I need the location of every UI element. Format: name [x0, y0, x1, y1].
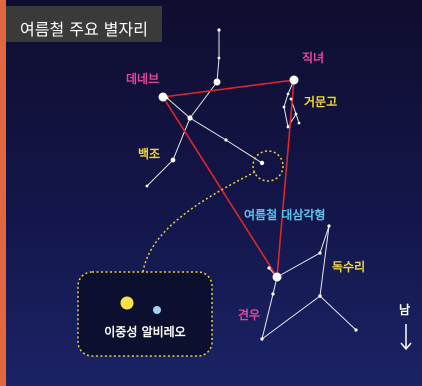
star-aquila-5	[318, 294, 322, 298]
label-summer-triangle: 여름철 대삼각형	[244, 207, 325, 222]
star-aquila-1	[267, 266, 271, 270]
star-aquila-6	[260, 337, 264, 341]
lyra-line-tail	[295, 113, 300, 124]
cygnus-line-neck	[216, 30, 220, 83]
star-cygnus-8	[224, 138, 228, 142]
lyra-line-body	[283, 79, 297, 129]
aquila-line-lower	[261, 295, 357, 340]
cygnus-line-body	[146, 81, 218, 187]
star-cygnus-2	[187, 115, 193, 121]
star-aquila-3	[318, 251, 322, 255]
albireo-callout-box	[77, 271, 213, 357]
title-box: 여름철 주요 별자리	[6, 6, 162, 42]
star-altair	[272, 272, 282, 282]
aquila-line-spine	[319, 225, 330, 297]
label-altair: 견우	[238, 307, 260, 322]
accent-bar	[0, 0, 6, 386]
star-lyra-2	[282, 105, 286, 109]
star-aquila-2	[271, 292, 275, 296]
aquila-line-upper	[276, 225, 330, 278]
star-lyra-3	[286, 125, 290, 129]
star-aquila-4	[327, 224, 331, 228]
star-cygnus-6	[165, 96, 169, 100]
south-arrow-icon	[400, 324, 412, 351]
star-cygnus-7	[145, 184, 149, 188]
star-lyra-4	[294, 112, 298, 116]
star-aquila-7	[354, 328, 358, 332]
star-lyra-1	[286, 92, 290, 96]
stars	[145, 28, 358, 341]
summer-triangle	[161, 79, 295, 280]
label-lyra: 거문고	[304, 94, 337, 109]
star-lyra-5	[289, 97, 293, 101]
star-cygnus-3	[170, 157, 176, 163]
binary-star-b	[153, 306, 161, 314]
cygnus-line-left	[166, 97, 191, 119]
albireo-circle	[252, 150, 284, 182]
star-cygnus-4	[217, 28, 221, 32]
star-deneb	[158, 92, 168, 102]
star-cygnus-5	[217, 56, 221, 60]
star-lyra-6	[297, 121, 301, 125]
star-cygnus-1	[213, 78, 221, 86]
star-albireo	[259, 160, 265, 166]
binary-label: 이중성 알비레오	[104, 324, 185, 339]
label-south: 남	[399, 302, 410, 317]
callout-line	[142, 171, 256, 273]
label-cygnus: 백조	[138, 146, 160, 161]
label-deneb: 데네브	[126, 71, 159, 86]
star-vega	[289, 75, 299, 85]
page-title: 여름철 주요 별자리	[20, 20, 148, 39]
label-aquila: 독수리	[332, 259, 365, 274]
label-vega: 직녀	[302, 50, 324, 65]
binary-star-a	[120, 296, 134, 310]
